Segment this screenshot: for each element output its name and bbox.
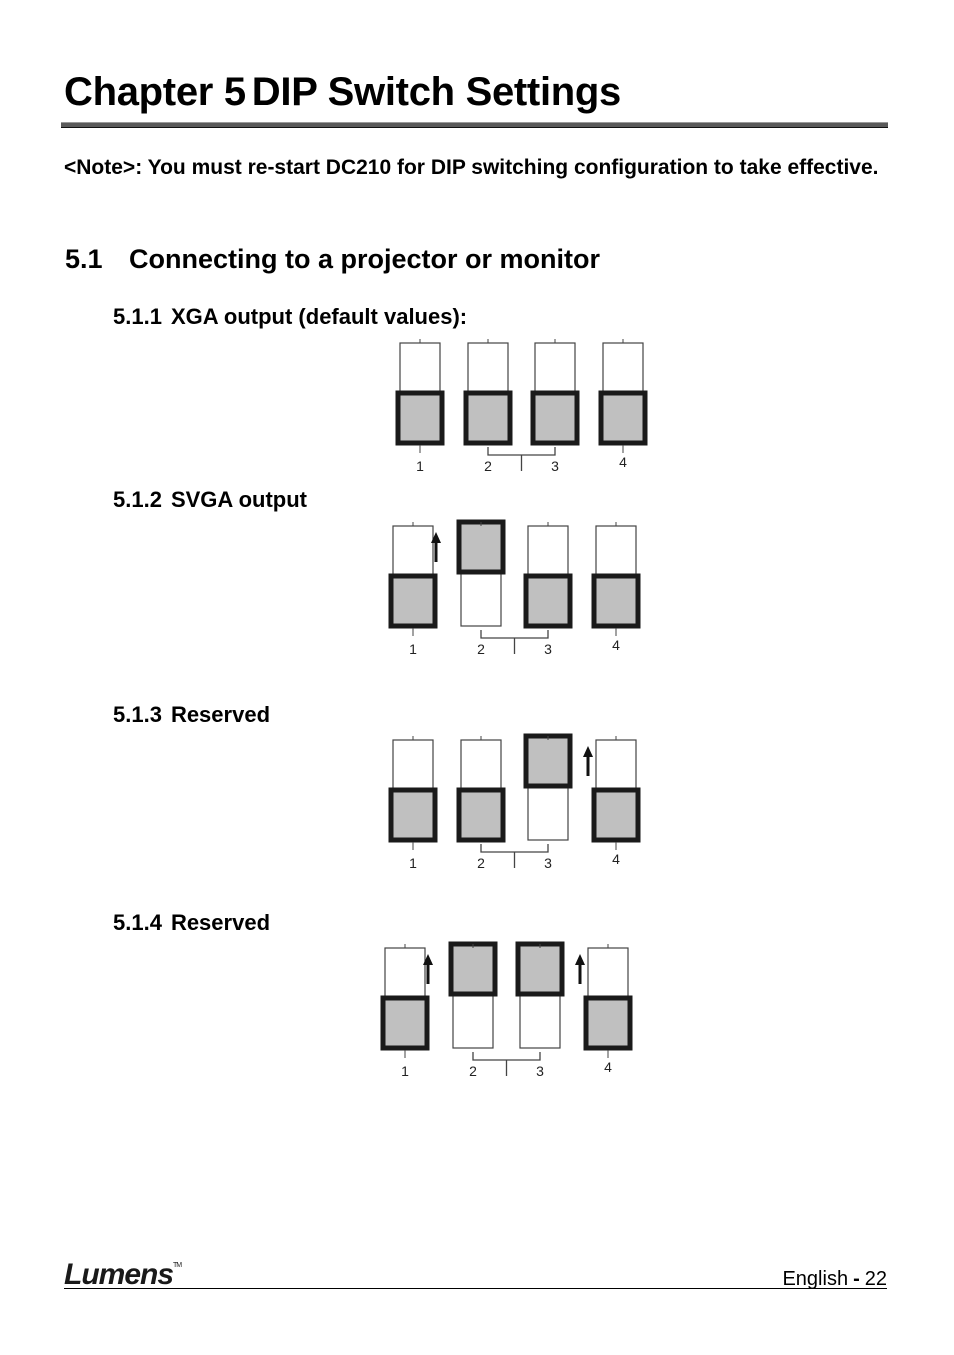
dip-switch-3 (523, 522, 573, 629)
arrow-head (575, 954, 585, 965)
switch-number-label: 3 (544, 855, 552, 871)
switch-number-label: 4 (604, 1059, 612, 1075)
chapter-number: Chapter 5 (64, 70, 246, 114)
dip-switch-4 (591, 522, 641, 636)
dip-switch-3 (515, 941, 585, 1049)
dip-switch-svg: 1 2 3 4 (380, 941, 633, 1079)
switch-lever-down (523, 573, 573, 629)
dip-switch-2 (463, 339, 513, 446)
switch-lever-down (583, 995, 633, 1051)
dip-switch-1 (380, 944, 430, 1058)
subsection-title: Reserved (170, 702, 271, 727)
dip-switch-1 (388, 736, 438, 850)
up-arrow-icon (575, 954, 585, 984)
switch-lever-down (380, 995, 430, 1051)
dip-switch-4 (598, 339, 648, 453)
switch-lever-up (456, 519, 506, 575)
dip-switch-svg: 1 2 3 4 (388, 733, 641, 871)
up-arrow-icon (423, 954, 433, 984)
lumens-logo: LumensTM (64, 1258, 182, 1292)
switch-lever-down (388, 573, 438, 629)
switch-lever-down (530, 390, 580, 446)
switch-lever-up (523, 733, 573, 789)
switch-number-label: 1 (401, 1063, 409, 1079)
dip-switch-1 (395, 339, 445, 453)
dip-switch-1 (388, 522, 438, 636)
dip-switch-4 (591, 736, 641, 850)
dip-diagram-reserved-2: 1 2 3 4 (370, 940, 660, 1080)
up-arrow-icon (431, 532, 441, 562)
switch-lever-down (456, 787, 506, 843)
switch-number-label: 2 (477, 641, 485, 657)
switch-number-label: 3 (551, 458, 559, 474)
footer-language: English (782, 1268, 849, 1290)
dip-switch-2 (456, 736, 506, 843)
dip-switch-3 (530, 339, 580, 446)
subsection-number: 5.1.4 (113, 910, 162, 935)
subsection-title: Reserved (170, 910, 271, 935)
switch-lever-down (591, 787, 641, 843)
subsection-heading-reserved-2: 5.1.4 Reserved (113, 910, 270, 936)
trademark: TM (173, 1262, 182, 1269)
note-text: <Note>: You must re-start DC210 for DIP … (64, 156, 879, 179)
switch-lever-down (463, 390, 513, 446)
footer-page: 22 (864, 1268, 887, 1290)
chapter-title-text: DIP Switch Settings (251, 70, 621, 114)
section-title: Connecting to a projector or monitor (129, 244, 600, 274)
arrow-head (583, 746, 593, 757)
switch-bracket-2-3 (487, 447, 556, 471)
dip-diagram-reserved-1: 1 2 3 4 (378, 732, 668, 872)
switch-number-label: 3 (544, 641, 552, 657)
dip-diagram-svga: 1 2 3 4 (378, 518, 668, 658)
subsection-title: SVGA output (170, 487, 307, 512)
switch-number-label: 1 (416, 458, 424, 474)
subsection-number: 5.1.3 (113, 702, 162, 727)
switch-number-label: 2 (477, 855, 485, 871)
switch-lever-down (598, 390, 648, 446)
footer-separator: - (853, 1268, 860, 1290)
switch-bracket-2-3 (480, 630, 549, 654)
arrow-head (431, 532, 441, 543)
arrow-head (423, 954, 433, 965)
logo-text: Lumens (64, 1258, 174, 1291)
switch-number-label: 2 (469, 1063, 477, 1079)
switch-lever-up (515, 941, 565, 997)
switch-number-label: 1 (409, 641, 417, 657)
subsection-heading-svga: 5.1.2 SVGA output (113, 487, 307, 513)
switch-bracket-2-3 (472, 1052, 541, 1076)
page-number: English-22 (782, 1268, 887, 1291)
subsection-number: 5.1.1 (113, 304, 162, 329)
switch-lever-down (395, 390, 445, 446)
subsection-heading-xga: 5.1.1 XGA output (default values): (113, 304, 467, 330)
dip-switch-4 (583, 944, 633, 1058)
subsection-title: XGA output (default values): (170, 304, 468, 329)
switch-number-label: 4 (612, 851, 620, 867)
section-number: 5.1 (65, 244, 103, 274)
dip-diagram-xga: 1 2 3 4 (385, 335, 675, 475)
title-rule (61, 122, 888, 128)
dip-switch-svg: 1 2 3 4 (388, 519, 641, 657)
subsection-heading-reserved-1: 5.1.3 Reserved (113, 702, 270, 728)
dip-switch-3 (523, 733, 593, 841)
subsection-number: 5.1.2 (113, 487, 162, 512)
up-arrow-icon (583, 746, 593, 776)
switch-number-label: 4 (612, 637, 620, 653)
switch-lever-up (448, 941, 498, 997)
switch-number-label: 3 (536, 1063, 544, 1079)
dip-switch-svg: 1 2 3 4 (395, 339, 648, 474)
footer-rule (64, 1288, 887, 1289)
switch-bracket-2-3 (480, 844, 549, 868)
switch-number-label: 2 (484, 458, 492, 474)
switch-number-label: 1 (409, 855, 417, 871)
dip-switch-2 (423, 941, 498, 1049)
switch-lever-down (591, 573, 641, 629)
section-heading: 5.1 Connecting to a projector or monitor (65, 244, 600, 275)
dip-switch-2 (431, 519, 506, 627)
switch-number-label: 4 (619, 454, 627, 470)
switch-lever-down (388, 787, 438, 843)
